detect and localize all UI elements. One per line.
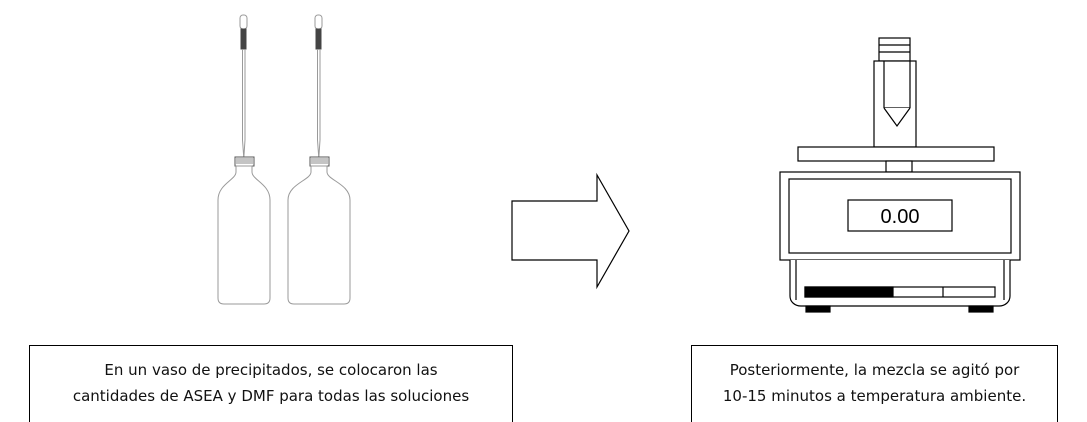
mixer-platform xyxy=(797,146,995,162)
caption-line: Posteriormente, la mezcla se agitó por xyxy=(729,361,1020,379)
tube-holder xyxy=(873,60,917,148)
dropper-left xyxy=(239,14,248,159)
digital-display xyxy=(847,199,953,232)
mixer-stem xyxy=(885,160,913,173)
mixer-foot-right xyxy=(968,305,994,313)
speed-bar-fill xyxy=(804,286,894,298)
dropper-right xyxy=(314,14,323,159)
tube xyxy=(883,61,911,128)
mixer-base xyxy=(789,260,1011,307)
bottles-illustration xyxy=(217,14,351,305)
step-1-caption: En un vaso de precipitados, se colocaron… xyxy=(29,345,513,422)
display-reading: 0.00 xyxy=(881,206,920,228)
right-arrow-icon xyxy=(511,172,630,290)
mixer-illustration: 0.00 xyxy=(779,37,1021,313)
caption-line: 10-15 minutos a temperatura ambiente. xyxy=(722,387,1027,405)
caption-line: En un vaso de precipitados, se colocaron… xyxy=(104,361,438,379)
tube-cap xyxy=(878,37,911,62)
bottle-left xyxy=(217,156,271,305)
mixer-foot-left xyxy=(805,305,831,313)
step-2-caption: Posteriormente, la mezcla se agitó por 1… xyxy=(691,345,1058,422)
bottle-right xyxy=(287,156,351,305)
caption-line: cantidades de ASEA y DMF para todas las … xyxy=(72,387,470,405)
